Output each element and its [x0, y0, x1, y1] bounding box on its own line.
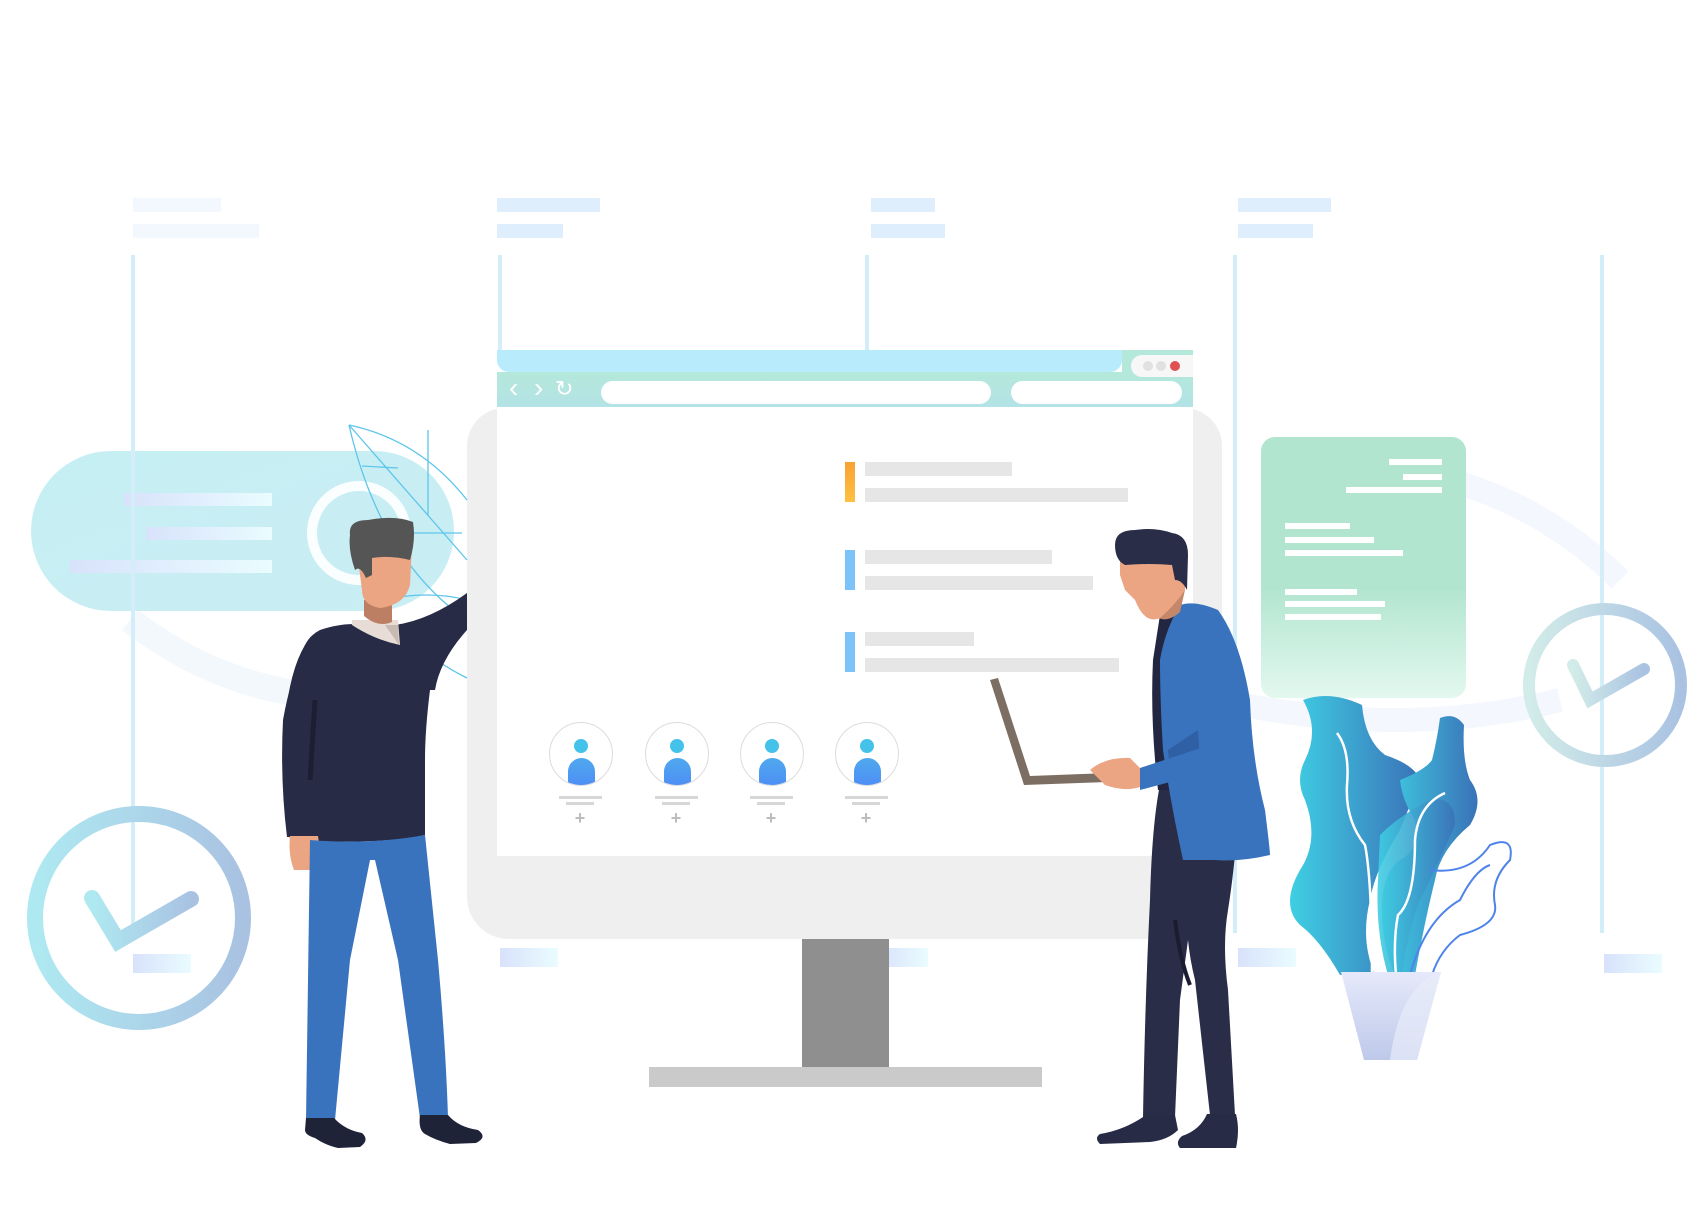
monitor-base [649, 1067, 1042, 1087]
timeline-line [498, 255, 502, 355]
user-name-line [750, 796, 793, 799]
timeline-line [1233, 255, 1237, 933]
search-input[interactable] [1011, 381, 1182, 404]
doc-header-line [1346, 487, 1442, 493]
user-name-line [559, 796, 602, 799]
user-role-line [852, 802, 880, 805]
list-item[interactable] [845, 632, 1145, 674]
monitor-stand [802, 939, 889, 1067]
right-clock-icon [1523, 603, 1687, 767]
timeline-label [497, 224, 563, 238]
doc-header-line [1389, 459, 1442, 465]
user-head-icon [670, 739, 684, 753]
doc-header-line [1403, 474, 1442, 480]
avatar [549, 722, 613, 786]
doc-text-line [1285, 601, 1385, 607]
close-dot[interactable] [1170, 361, 1180, 371]
maximize-dot[interactable] [1156, 361, 1166, 371]
accent-bar-blue [845, 550, 855, 590]
minimize-dot[interactable] [1143, 361, 1153, 371]
user-role-line [757, 802, 785, 805]
user-head-icon [574, 739, 588, 753]
list-item-subtitle [865, 488, 1128, 502]
user-body-icon [854, 758, 881, 785]
user-card[interactable]: + [835, 722, 901, 832]
doc-text-line [1285, 550, 1403, 556]
address-bar-input[interactable] [601, 381, 991, 404]
timeline-label [1238, 198, 1331, 212]
user-role-line [662, 802, 690, 805]
add-user-button[interactable]: + [670, 808, 682, 828]
timeline-tick-label [1604, 954, 1662, 973]
doc-text-line [1285, 614, 1381, 620]
user-card[interactable]: + [549, 722, 615, 832]
timeline-label [871, 224, 945, 238]
timeline-line [131, 255, 135, 933]
doc-text-line [1285, 589, 1357, 595]
accent-bar-orange [845, 462, 855, 502]
timeline-label [1238, 224, 1313, 238]
forward-arrow-icon[interactable]: › [534, 372, 544, 403]
accent-bar-blue [845, 632, 855, 672]
avatar [645, 722, 709, 786]
list-item-title [865, 462, 1012, 476]
avatar [835, 722, 899, 786]
doc-text-line [1285, 537, 1374, 543]
plant-icon [1290, 696, 1512, 976]
add-user-button[interactable]: + [574, 808, 586, 828]
user-head-icon [860, 739, 874, 753]
timeline-line [1600, 255, 1604, 933]
timeline-label [871, 198, 935, 212]
avatar [740, 722, 804, 786]
user-body-icon [568, 758, 595, 785]
user-body-icon [759, 758, 786, 785]
left-clock-icon [27, 806, 251, 1030]
user-name-line [845, 796, 888, 799]
add-user-button[interactable]: + [765, 808, 777, 828]
timeline-tick-label [500, 948, 558, 967]
user-role-line [566, 802, 594, 805]
back-arrow-icon[interactable]: ‹ [509, 372, 519, 403]
list-item-subtitle [865, 576, 1093, 590]
refresh-icon[interactable]: ↻ [555, 376, 574, 401]
list-item-subtitle [865, 658, 1119, 672]
user-card[interactable]: + [740, 722, 806, 832]
user-head-icon [765, 739, 779, 753]
list-item[interactable] [845, 550, 1145, 592]
user-name-line [655, 796, 698, 799]
timeline-label [133, 224, 259, 238]
list-item-title [865, 550, 1052, 564]
right-man-figure [990, 529, 1270, 1148]
user-body-icon [664, 758, 691, 785]
list-item-title [865, 632, 974, 646]
add-user-button[interactable]: + [860, 808, 872, 828]
doc-text-line [1285, 523, 1350, 529]
timeline-tick-label [133, 954, 191, 973]
user-card[interactable]: + [645, 722, 711, 832]
timeline-line [865, 255, 869, 355]
timeline-label [133, 198, 221, 212]
timeline-tick-label [880, 948, 928, 967]
document-card [1261, 437, 1466, 698]
list-item[interactable] [845, 462, 1145, 504]
timeline-tick-label [1238, 948, 1296, 967]
browser-tab-bar [497, 350, 1122, 372]
left-man-figure [282, 517, 483, 1148]
timeline-label [497, 198, 600, 212]
